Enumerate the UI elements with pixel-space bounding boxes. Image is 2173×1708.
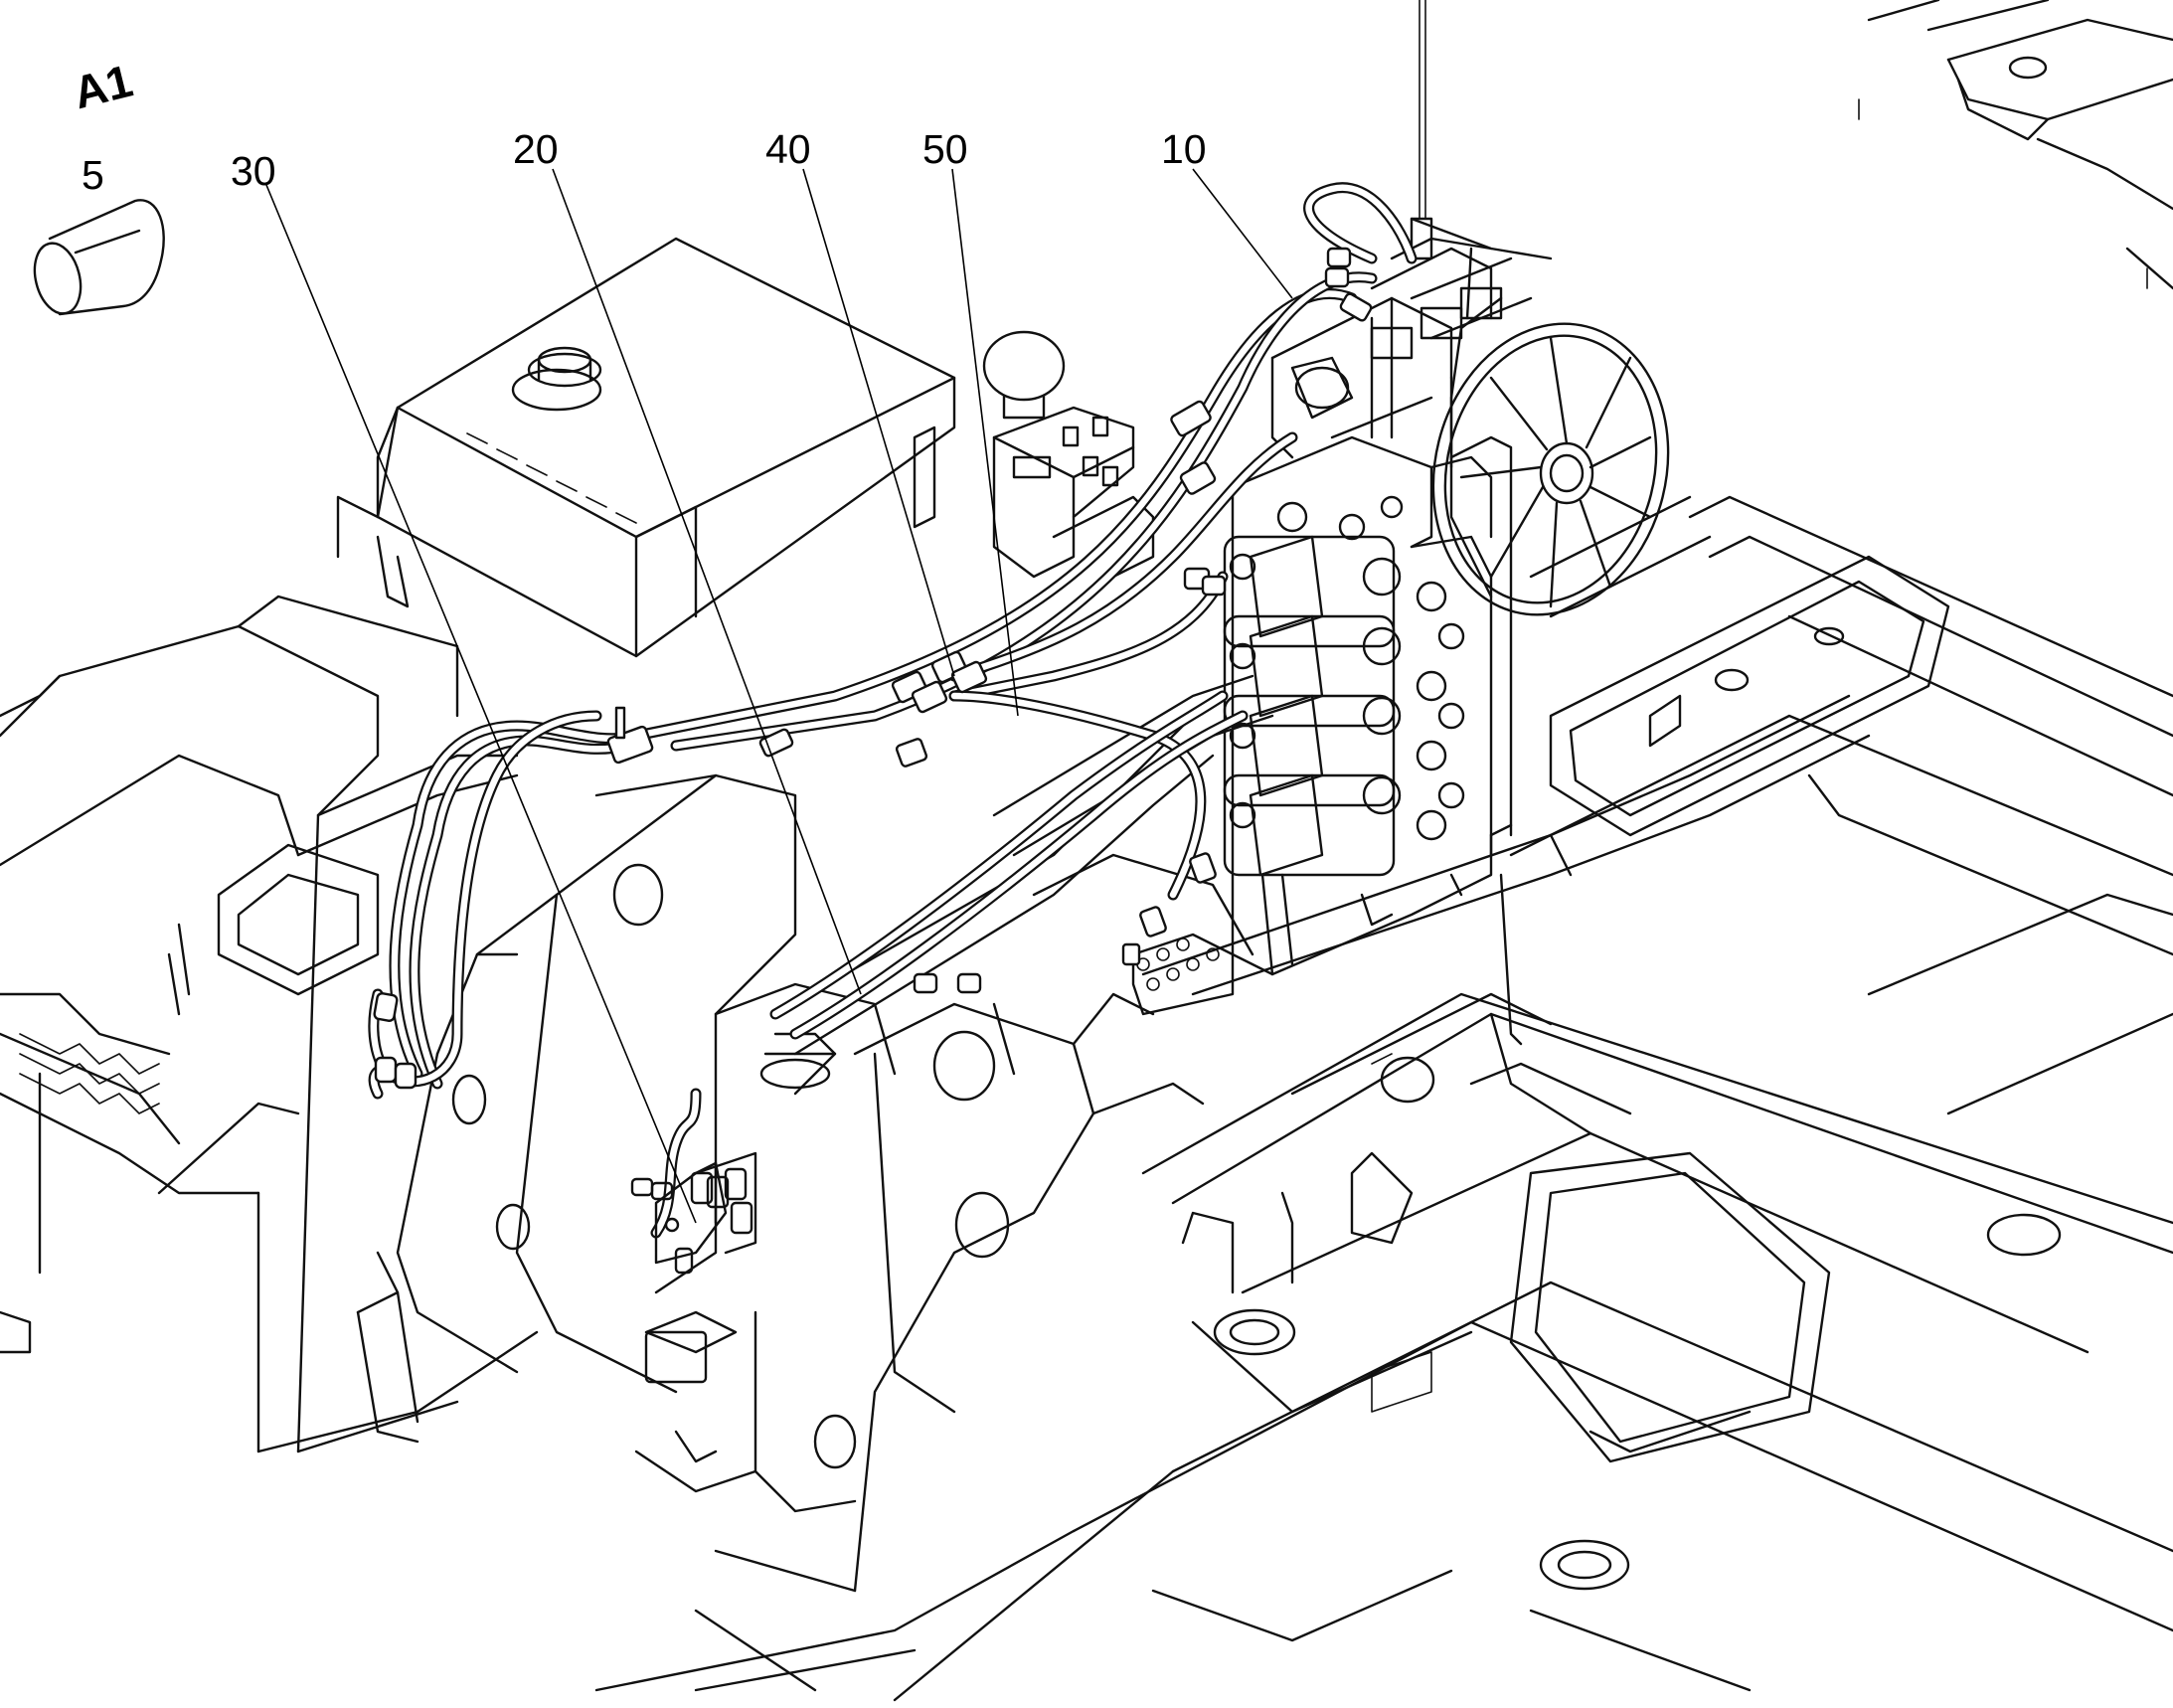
flywheel (1431, 296, 1670, 616)
hose-fittings (373, 247, 1373, 1090)
valve-sections (1223, 495, 1465, 877)
callout-5: 5 (82, 152, 104, 198)
left-housing (0, 595, 539, 1453)
callout-40: 40 (765, 126, 811, 172)
leader-40 (802, 168, 955, 677)
callout-10: 10 (1161, 126, 1207, 172)
cylinder-a1-icon (33, 199, 165, 316)
upper-panel (1858, 0, 2173, 290)
boom-foot (356, 773, 1435, 1692)
leader-50 (951, 168, 1019, 717)
accumulator-block (982, 330, 1155, 589)
leader-lines (265, 168, 1293, 1224)
chassis-frame (594, 495, 2173, 1702)
leader-10 (1192, 168, 1293, 299)
pump-assembly (1270, 0, 1670, 616)
callout-30: 30 (231, 148, 276, 194)
hydraulic-tank (336, 237, 956, 658)
callout-20: 20 (513, 126, 559, 172)
leader-30 (265, 184, 697, 1224)
callout-50: 50 (922, 126, 968, 172)
hose-lines (368, 182, 1418, 1239)
leader-20 (552, 168, 862, 995)
pilot-valve-block (630, 1151, 757, 1384)
